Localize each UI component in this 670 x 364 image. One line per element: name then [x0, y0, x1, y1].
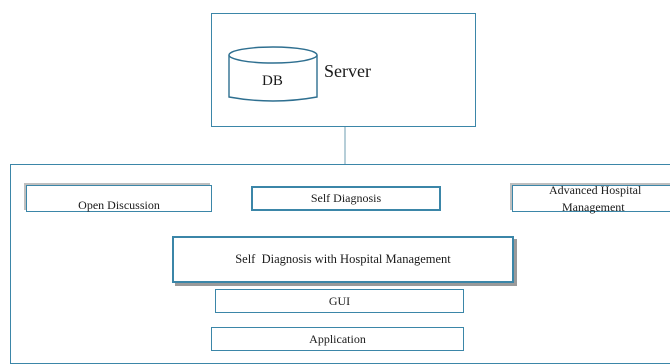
database-icon: [228, 46, 318, 102]
self-diagnosis-label: Self Diagnosis: [310, 191, 382, 205]
db-label: DB: [262, 73, 283, 89]
application-box: Application: [211, 327, 464, 351]
advanced-hospital-label-line2: Management: [562, 200, 625, 214]
core-system-label: Self Diagnosis with Hospital Management: [235, 252, 451, 266]
self-diagnosis-module: Self Diagnosis: [251, 186, 441, 211]
architecture-diagram: DB Server Open Discussion Self Diagnosis…: [10, 13, 670, 364]
open-discussion-label: Open Discussion: [78, 197, 160, 212]
core-system-box: Self Diagnosis with Hospital Management: [172, 236, 514, 283]
advanced-hospital-label-line1: Advanced Hospital: [549, 183, 642, 197]
gui-label: GUI: [328, 293, 351, 308]
server-label: Server: [324, 61, 371, 81]
advanced-hospital-module: [512, 185, 670, 212]
gui-box: GUI: [215, 289, 464, 313]
application-label: Application: [309, 331, 366, 346]
open-discussion-module: Open Discussion: [26, 185, 212, 212]
